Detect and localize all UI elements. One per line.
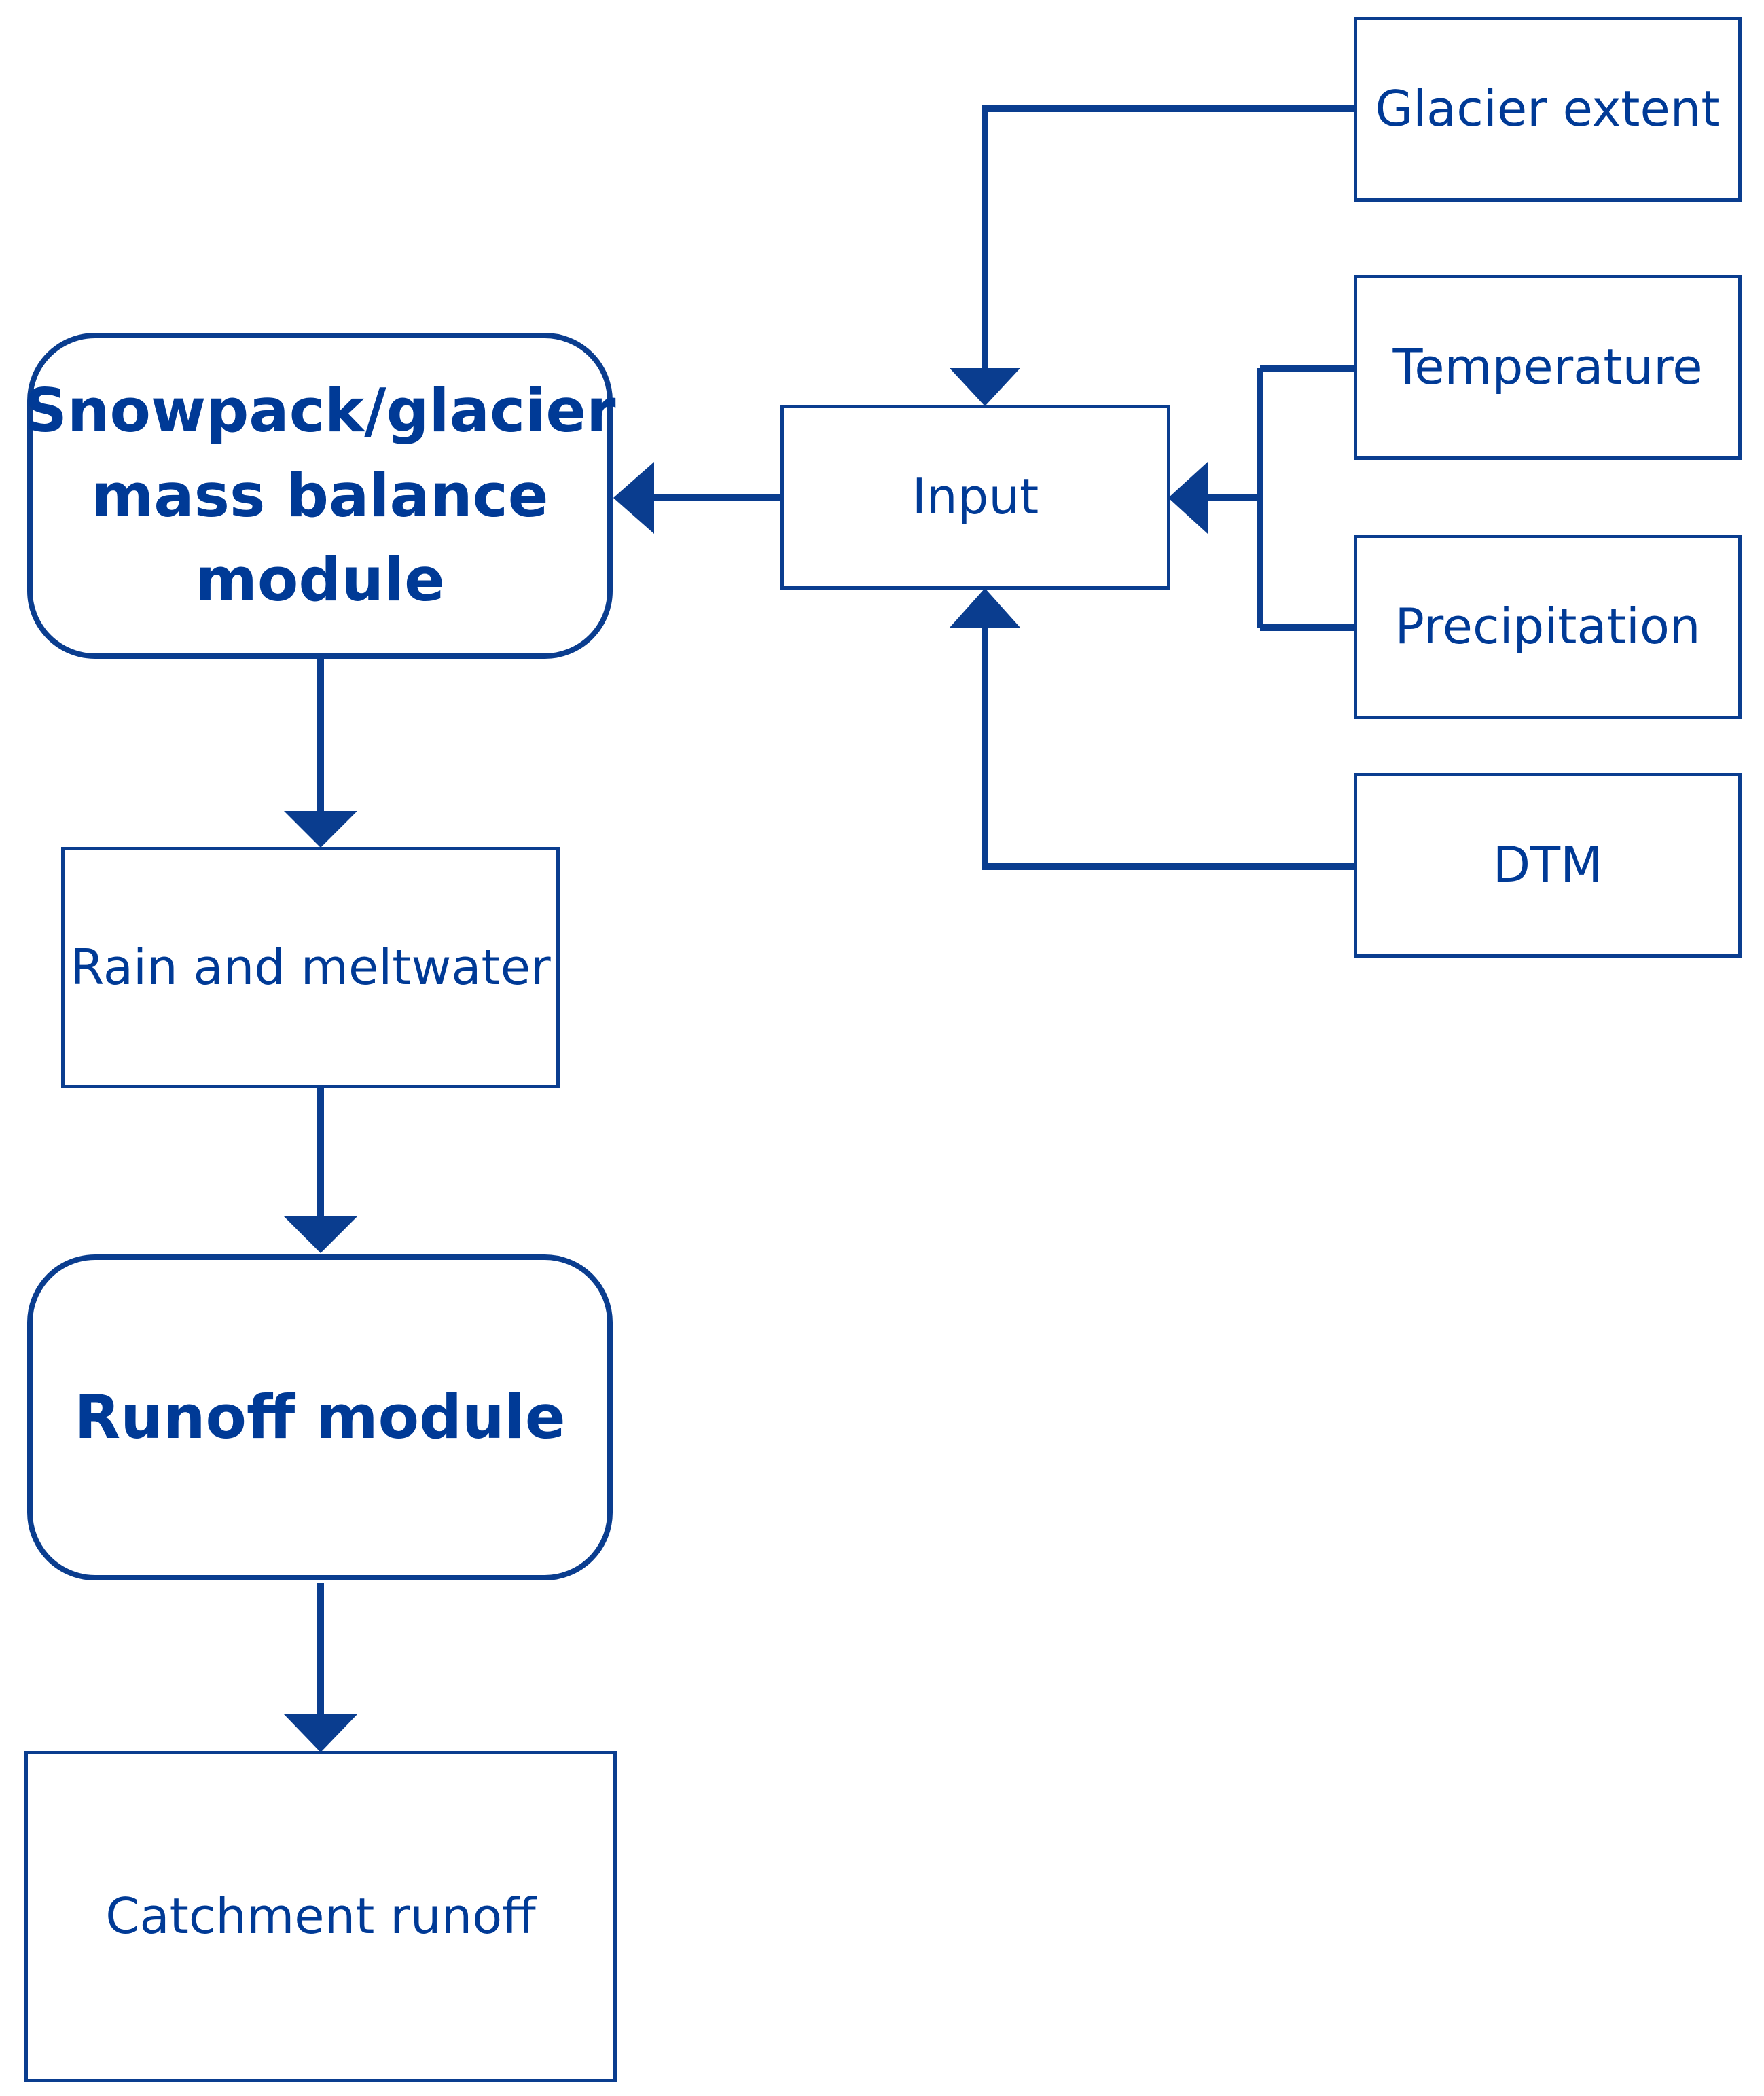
snowpack-glacier-module-label: Snowpack/glacier mass balance module	[24, 375, 616, 615]
arrowhead-into-input-bottom	[950, 588, 1020, 628]
precipitation-node: Precipitation	[1354, 535, 1742, 719]
input-label: Input	[912, 468, 1039, 526]
arrowhead-into-input-right	[1168, 462, 1208, 534]
glacier-extent-node: Glacier extent	[1354, 17, 1742, 202]
edge-dtm-to-input	[982, 624, 1355, 870]
precipitation-label: Precipitation	[1394, 598, 1701, 655]
input-node: Input	[780, 405, 1170, 590]
edge-glacier-extent-to-input	[982, 105, 1355, 380]
temperature-label: Temperature	[1392, 338, 1703, 396]
dtm-label: DTM	[1492, 836, 1603, 894]
rain-meltwater-node: Rain and meltwater	[61, 847, 560, 1088]
catchment-runoff-node: Catchment runoff	[24, 1751, 617, 2082]
runoff-module-node: Runoff module	[27, 1254, 613, 1580]
glacier-extent-label: Glacier extent	[1375, 80, 1721, 138]
arrowhead-into-input-top	[950, 368, 1020, 406]
catchment-runoff-label: Catchment runoff	[105, 1887, 536, 1945]
runoff-module-label: Runoff module	[74, 1381, 566, 1452]
arrowhead-into-runoff	[284, 1216, 357, 1253]
arrowhead-into-rain	[284, 811, 357, 848]
snowpack-glacier-module-node: Snowpack/glacier mass balance module	[24, 333, 616, 659]
dtm-node: DTM	[1354, 773, 1742, 958]
arrowhead-into-snowpack	[613, 462, 654, 534]
temperature-node: Temperature	[1354, 275, 1742, 460]
arrowhead-into-catchment	[284, 1714, 357, 1752]
rain-meltwater-label: Rain and meltwater	[70, 938, 551, 996]
